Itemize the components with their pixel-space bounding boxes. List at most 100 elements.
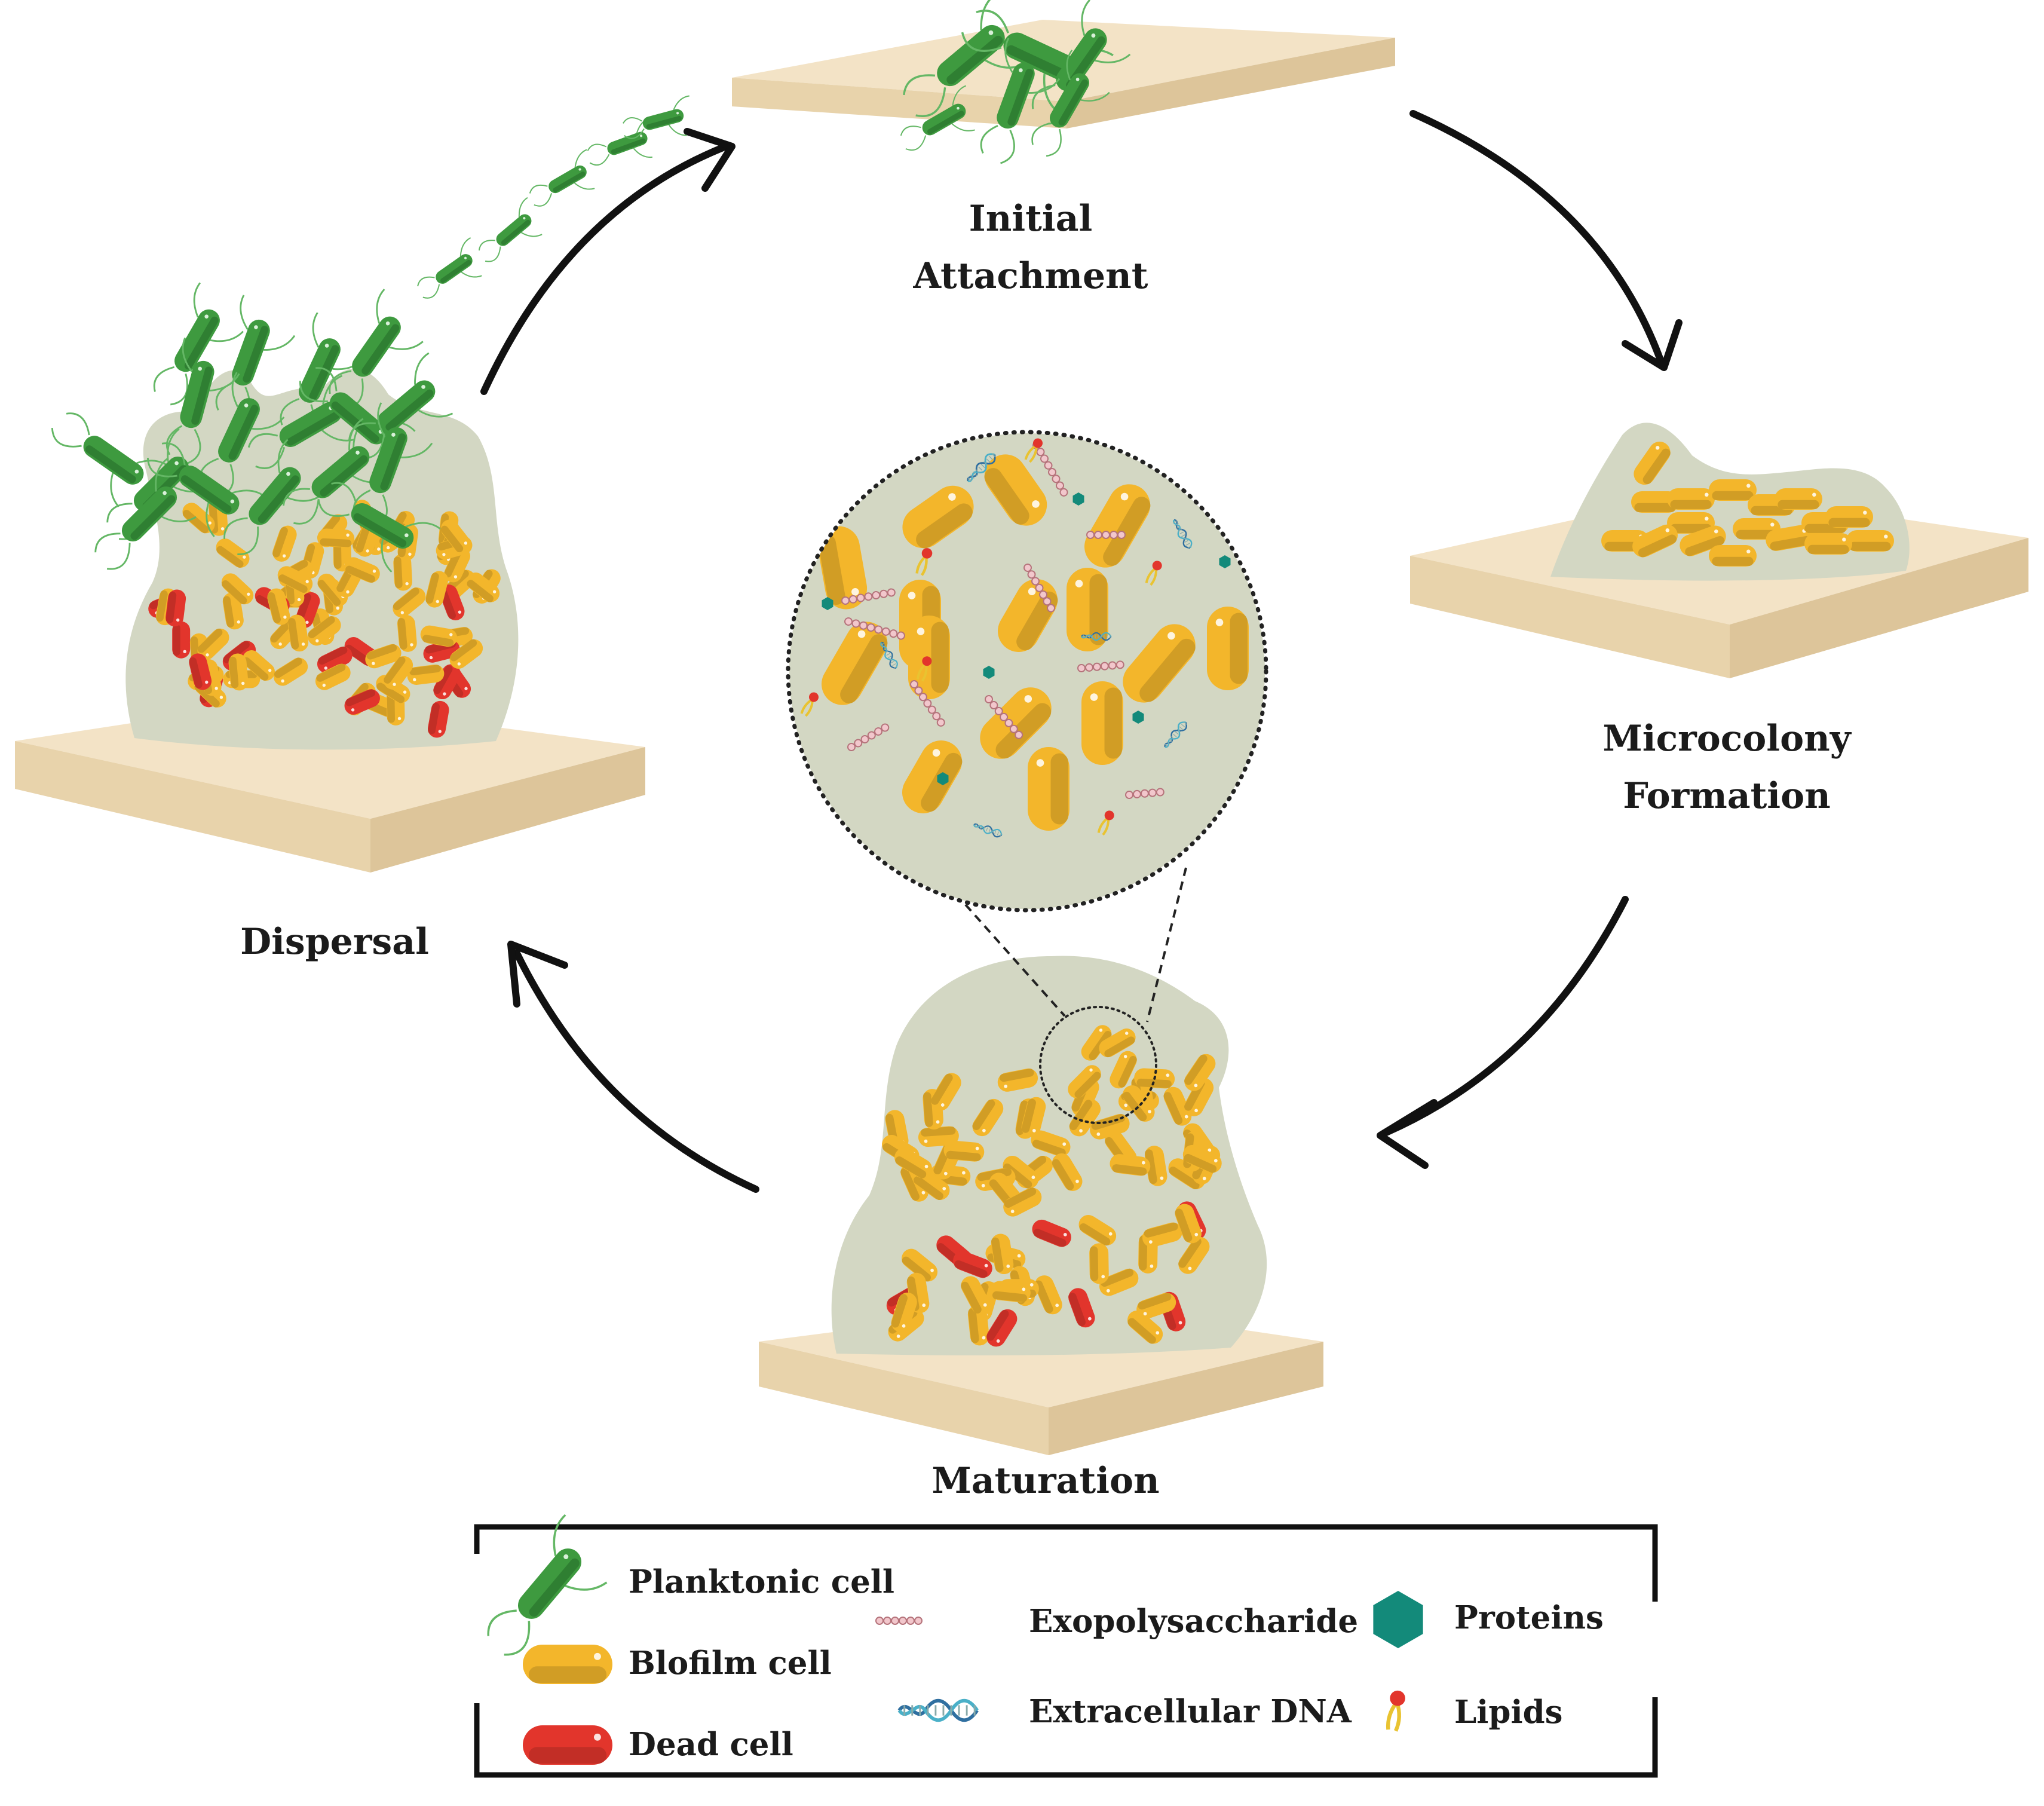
- biofilm-cell: [972, 1098, 1004, 1137]
- planktonic-cell: [283, 418, 388, 525]
- planktonic-cell: [587, 117, 652, 166]
- legend-proteins-label: Proteins: [1454, 1599, 1604, 1636]
- biofilm-cell: [317, 528, 355, 548]
- biofilm-cell: [407, 665, 445, 685]
- attached-cell: [1031, 50, 1110, 157]
- biofilm-cell: [1068, 1065, 1101, 1098]
- biofilm-cell: [272, 525, 297, 562]
- legend-dead-cell-label: Dead cell: [629, 1726, 793, 1763]
- biofilm-cell: [1634, 441, 1671, 485]
- biofilm-cell: [1127, 1310, 1163, 1344]
- legend: [474, 1514, 1658, 1778]
- biofilm-cell: [822, 622, 888, 705]
- biofilm-cell: [182, 503, 215, 534]
- planktonic-cell: [166, 337, 240, 464]
- biofilm-cell-icon: [523, 1645, 612, 1684]
- exopolysaccharide-chain: [910, 680, 945, 727]
- biofilm-cell: [1034, 1275, 1062, 1315]
- lipid-icon: [1024, 438, 1043, 463]
- biofilm-cell: [902, 1248, 938, 1282]
- biofilm-cell: [267, 588, 290, 625]
- lipid-icon: [916, 656, 932, 682]
- dead-cell: [172, 621, 191, 659]
- biofilm-cell: [1136, 1293, 1176, 1319]
- maturation-illustration: [759, 867, 1323, 1455]
- planktonic-cell: [478, 197, 543, 262]
- dispersal-label: Dispersal: [240, 921, 429, 963]
- biofilm-cell: [817, 526, 868, 610]
- dna-icon: [967, 453, 996, 482]
- lipid-icon: [1386, 1690, 1405, 1732]
- biofilm-cell: [1099, 1028, 1136, 1058]
- biofilm-cell: [420, 625, 458, 647]
- lipid-icon: [800, 692, 819, 717]
- biofilm-cell: [365, 644, 402, 669]
- biofilm-cell: [1175, 1204, 1202, 1244]
- biofilm-cell: [466, 573, 500, 602]
- legend-planktonic-cell-label: Planktonic cell: [629, 1563, 895, 1600]
- biofilm-cell: [1775, 488, 1822, 510]
- biofilm-cell: [1144, 1146, 1167, 1186]
- dead-cell: [953, 1251, 992, 1278]
- biofilm-cell: [1081, 681, 1123, 765]
- dna-icon: [880, 641, 898, 669]
- biofilm-cell: [397, 614, 417, 652]
- dna-icon: [1173, 519, 1193, 549]
- planktonic-cell: [215, 295, 296, 421]
- protein-icon: [1132, 711, 1144, 724]
- dead-cell: [317, 646, 353, 674]
- biofilm-cell: [980, 687, 1052, 759]
- biofilm-cell: [1825, 506, 1873, 528]
- dead-cell-icon: [523, 1725, 612, 1765]
- biofilm-cell: [1028, 747, 1070, 831]
- exopolysaccharide-chain: [985, 695, 1023, 739]
- biofilm-cell: [1090, 1114, 1130, 1140]
- biofilm-cell: [1078, 1215, 1117, 1246]
- protein-icon: [1373, 1591, 1423, 1648]
- planktonic-cell: [51, 412, 171, 507]
- initial-attachment-label-line2: Attachment: [913, 255, 1148, 297]
- microcolony-cells: [1601, 441, 1894, 567]
- dispersing-planktonic-cells: [51, 95, 689, 573]
- legend-box: [474, 1524, 1658, 1778]
- dna-icon: [1081, 632, 1112, 641]
- arrow-microcolony-to-maturation: [1383, 896, 1629, 1136]
- biofilm-cell: [344, 557, 380, 583]
- biofilm-cell: [1846, 530, 1894, 552]
- biofilm-cell: [197, 628, 229, 660]
- biofilm-cell: [273, 657, 308, 686]
- zoom-inset: [786, 430, 1268, 913]
- dead-cell: [189, 653, 212, 690]
- exopolysaccharide-chain: [1023, 564, 1055, 613]
- dead-cell: [986, 1309, 1018, 1347]
- biofilm-cell: [1184, 1054, 1216, 1091]
- biofilm-cell: [1089, 1243, 1109, 1284]
- planktonic-cell: [94, 458, 197, 570]
- biofilm-cell: [990, 1281, 1031, 1303]
- microcolony-formation-label-line1: Microcolony: [1602, 718, 1851, 760]
- maturation-label: Maturation: [931, 1460, 1160, 1502]
- biofilm-cell: [961, 1276, 991, 1315]
- attached-cell: [900, 85, 975, 151]
- legend-exopolysaccharide-label: Exopolysaccharide: [1029, 1603, 1359, 1640]
- protein-icon: [983, 666, 995, 679]
- biofilm-cell: [1178, 1236, 1210, 1274]
- protein-icon: [1072, 492, 1084, 506]
- legend-biofilm-cell-label: Blofilm cell: [629, 1645, 832, 1682]
- biofilm-cell: [1003, 1187, 1042, 1217]
- exopolysaccharide-chain: [1086, 531, 1126, 539]
- biofilm-cell: [943, 1140, 985, 1162]
- dispersal-cells: [148, 498, 501, 738]
- zoom-inset-border: [786, 430, 1268, 913]
- biofilm-cell: [991, 1233, 1014, 1275]
- biofilm-cell: [1110, 1051, 1137, 1089]
- initial-attachment-illustration: [732, 0, 1395, 164]
- biofilm-cell: [221, 573, 254, 605]
- biofilm-cell: [287, 614, 309, 652]
- biofilm-cell: [1163, 1086, 1192, 1126]
- biofilm-cell: [1632, 524, 1678, 558]
- biofilm-cell: [440, 519, 471, 553]
- biofilm-cell: [1084, 484, 1151, 568]
- lipid-icon: [1097, 810, 1114, 836]
- dead-cell: [1068, 1288, 1095, 1328]
